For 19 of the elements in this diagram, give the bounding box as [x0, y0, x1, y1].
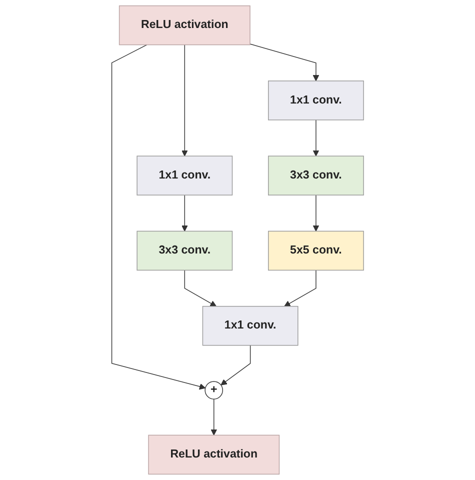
node-box: 1x1 conv. [202, 306, 298, 346]
arrow [312, 194, 319, 232]
node-box: 3x3 conv. [136, 230, 232, 271]
arrow [210, 398, 217, 436]
arrow [184, 270, 216, 307]
arrow [220, 345, 250, 386]
arrow [312, 120, 319, 156]
node-box: 1x1 conv. [136, 156, 232, 196]
node-box: ReLU activation [148, 434, 280, 475]
arrow [181, 194, 188, 232]
arrow [284, 270, 316, 307]
node-box: 5x5 conv. [268, 230, 364, 271]
node-box: 3x3 conv. [268, 156, 364, 196]
node-box: 1x1 conv. [268, 80, 364, 120]
arrow [181, 44, 188, 156]
node-circle: + [204, 381, 223, 400]
node-box: ReLU activation [118, 5, 250, 46]
arrow [111, 44, 206, 390]
arrow [249, 44, 319, 82]
